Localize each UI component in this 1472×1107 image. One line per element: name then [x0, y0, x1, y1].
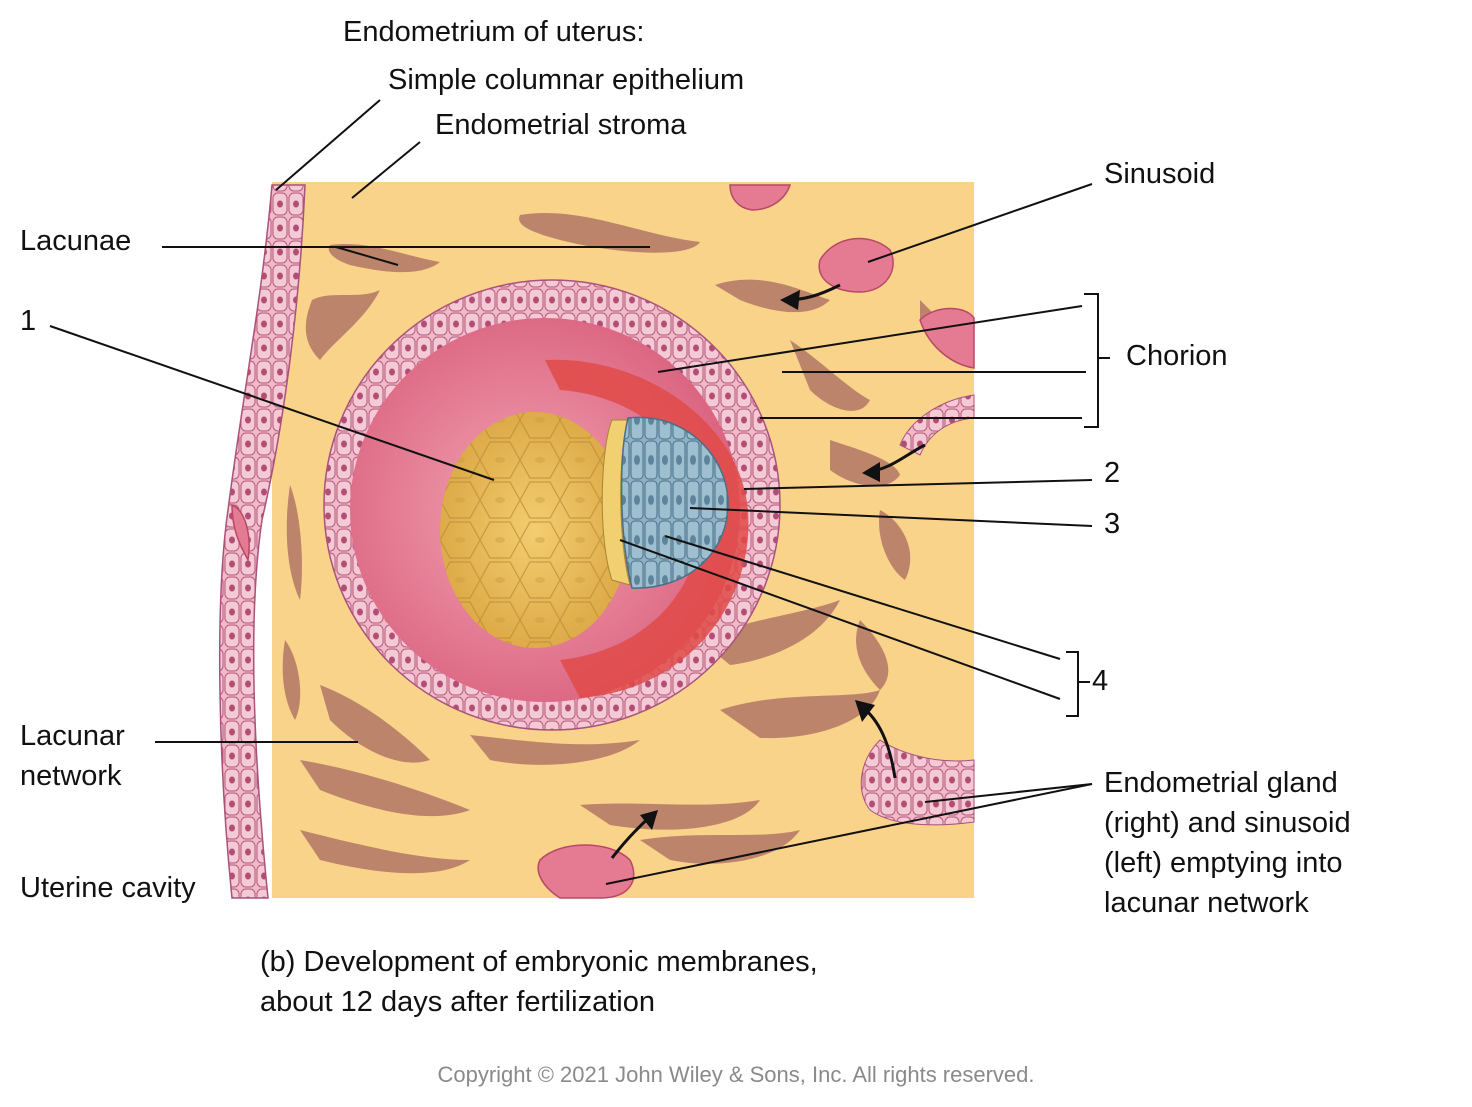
label-simple-columnar-epithelium: Simple columnar epithelium [388, 64, 745, 96]
epiblast [620, 416, 729, 589]
caption-line2: about 12 days after fertilization [260, 986, 655, 1018]
uterine-epithelium [218, 184, 306, 899]
label-lacunar-network-line1: Lacunar [20, 720, 125, 752]
label-4: 4 [1092, 665, 1109, 697]
label-2: 2 [1104, 457, 1121, 489]
sinusoids [231, 184, 975, 899]
label-gland-line1: Endometrial gland [1104, 767, 1338, 799]
lacunae [282, 212, 970, 874]
label-sinusoid: Sinusoid [1104, 158, 1216, 190]
label-1: 1 [20, 305, 37, 337]
label-lacunae: Lacunae [20, 225, 132, 257]
label-endometrium: Endometrium of uterus: [343, 16, 645, 48]
label-gland-line3: (left) emptying into [1104, 847, 1343, 879]
leader-lines [49, 99, 1110, 885]
label-endometrial-stroma: Endometrial stroma [435, 109, 687, 141]
label-3: 3 [1104, 508, 1121, 540]
label-lacunar-network-line2: network [20, 760, 122, 792]
label-gland-line4: lacunar network [1104, 887, 1309, 919]
copyright: Copyright © 2021 John Wiley & Sons, Inc.… [437, 1062, 1035, 1087]
label-uterine-cavity: Uterine cavity [20, 872, 196, 904]
endometrial-glands [860, 394, 975, 826]
label-chorion: Chorion [1126, 340, 1228, 372]
label-gland-line2: (right) and sinusoid [1104, 807, 1351, 839]
caption-line1: (b) Development of embryonic membranes, [260, 946, 818, 978]
